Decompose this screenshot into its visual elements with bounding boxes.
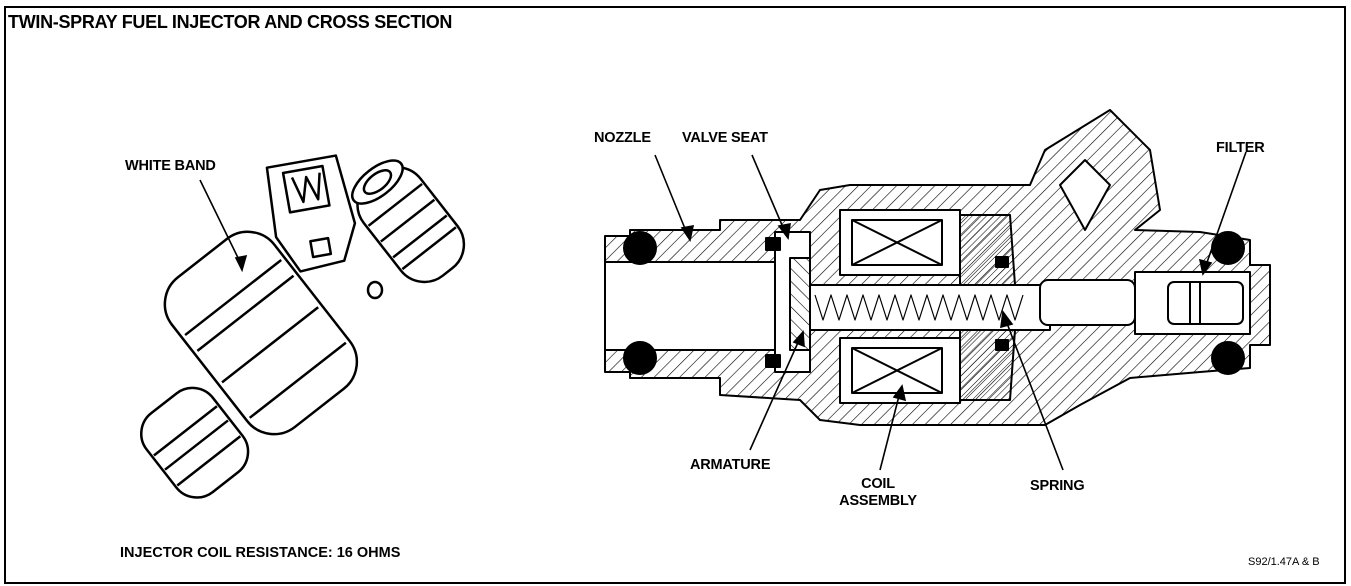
- label-nozzle: NOZZLE: [594, 130, 651, 146]
- fuel-injector-exterior: [140, 154, 466, 499]
- label-spring: SPRING: [1030, 478, 1085, 494]
- resistance-note: INJECTOR COIL RESISTANCE: 16 OHMS: [120, 545, 401, 561]
- leader-lines: [199, 151, 1247, 471]
- figure-reference: S92/1.47A & B: [1248, 556, 1320, 568]
- label-coil-assembly: COIL ASSEMBLY: [833, 476, 923, 510]
- label-coil-line2: ASSEMBLY: [839, 493, 917, 509]
- label-coil-line1: COIL: [861, 476, 895, 492]
- figure-title: TWIN-SPRAY FUEL INJECTOR AND CROSS SECTI…: [8, 12, 453, 32]
- injector-cross-section: [604, 109, 1271, 426]
- label-armature: ARMATURE: [690, 457, 771, 473]
- label-filter: FILTER: [1216, 140, 1265, 156]
- label-white-band: WHITE BAND: [125, 158, 216, 174]
- label-valve-seat: VALVE SEAT: [682, 130, 768, 146]
